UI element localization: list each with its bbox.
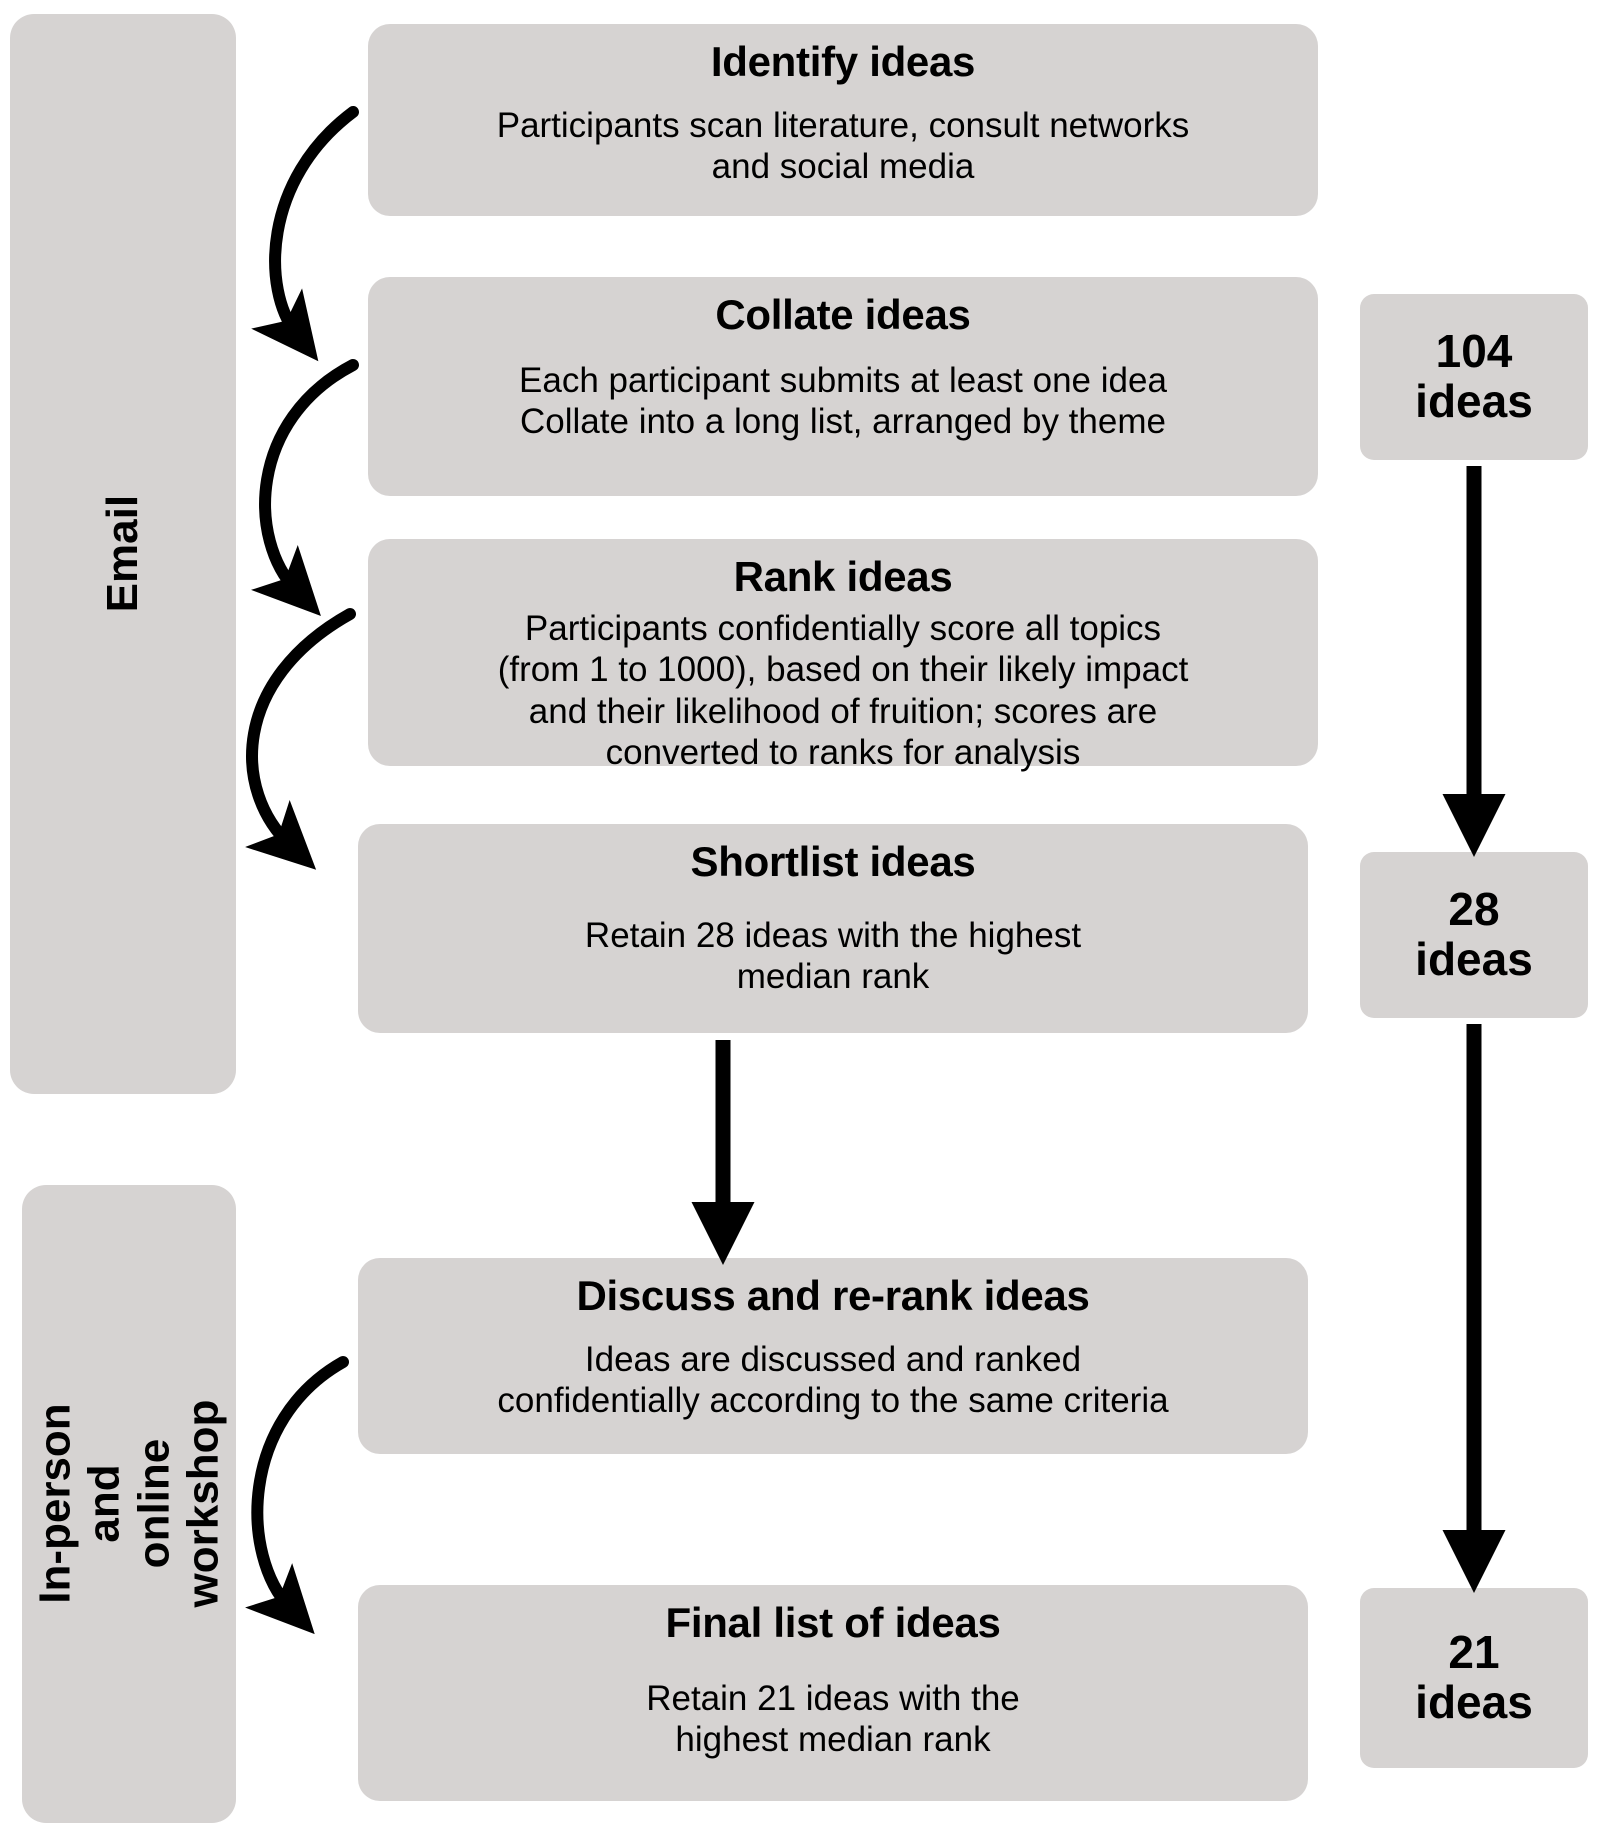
stage-shortlist-ideas-body: Retain 28 ideas with the highest median … xyxy=(584,916,1082,997)
stage-shortlist-ideas[interactable]: Shortlist ideas Retain 28 ideas with the… xyxy=(358,824,1308,1033)
arrow-collate-to-rank xyxy=(251,359,359,616)
count-21-number: 21 xyxy=(1448,1626,1500,1679)
lane-workshop: In-person and online workshop xyxy=(22,1185,236,1823)
stage-final-list-of-ideas-body: Retain 21 ideas with the highest median … xyxy=(646,1679,1020,1760)
stage-final-list-of-ideas-title: Final list of ideas xyxy=(665,1599,1001,1646)
stage-discuss-rerank-ideas-body: Ideas are discussed and ranked confident… xyxy=(497,1340,1169,1421)
stage-rank-ideas[interactable]: Rank ideas Participants confidentially s… xyxy=(368,539,1318,772)
stage-identify-ideas-body: Participants scan literature, consult ne… xyxy=(496,106,1190,187)
stage-rank-ideas-title: Rank ideas xyxy=(733,553,953,600)
count-28-number: 28 xyxy=(1448,883,1500,936)
stage-collate-ideas-body: Each participant submits at least one id… xyxy=(519,361,1167,442)
count-box-28-ideas: 28 ideas xyxy=(1360,852,1588,1018)
arrow-rank-to-shortlist xyxy=(245,608,356,870)
stage-collate-ideas-title: Collate ideas xyxy=(715,291,971,338)
count-box-21-ideas: 21 ideas xyxy=(1360,1588,1588,1768)
count-104-number: 104 xyxy=(1435,325,1513,378)
lane-email: Email xyxy=(10,14,236,1094)
stage-identify-ideas[interactable]: Identify ideas Participants scan literat… xyxy=(368,24,1318,216)
lane-workshop-label: In-person and online workshop xyxy=(30,1400,228,1608)
stage-discuss-rerank-ideas-title: Discuss and re-rank ideas xyxy=(576,1272,1090,1319)
stage-collate-ideas[interactable]: Collate ideas Each participant submits a… xyxy=(368,277,1318,496)
count-21-unit: ideas xyxy=(1415,1676,1533,1728)
stage-discuss-rerank-ideas[interactable]: Discuss and re-rank ideas Ideas are disc… xyxy=(358,1258,1308,1454)
arrow-discuss-to-final xyxy=(245,1356,349,1635)
arrow-identify-to-collate xyxy=(251,106,359,362)
lane-email-label: Email xyxy=(98,495,148,613)
stage-final-list-of-ideas[interactable]: Final list of ideas Retain 21 ideas with… xyxy=(358,1585,1308,1801)
count-28-unit: ideas xyxy=(1415,933,1533,985)
stage-identify-ideas-title: Identify ideas xyxy=(710,38,976,85)
stage-rank-ideas-body: Participants confidentially score all to… xyxy=(497,609,1189,772)
count-104-unit: ideas xyxy=(1415,375,1533,427)
count-box-104-ideas: 104 ideas xyxy=(1360,294,1588,460)
stage-shortlist-ideas-title: Shortlist ideas xyxy=(690,838,976,885)
